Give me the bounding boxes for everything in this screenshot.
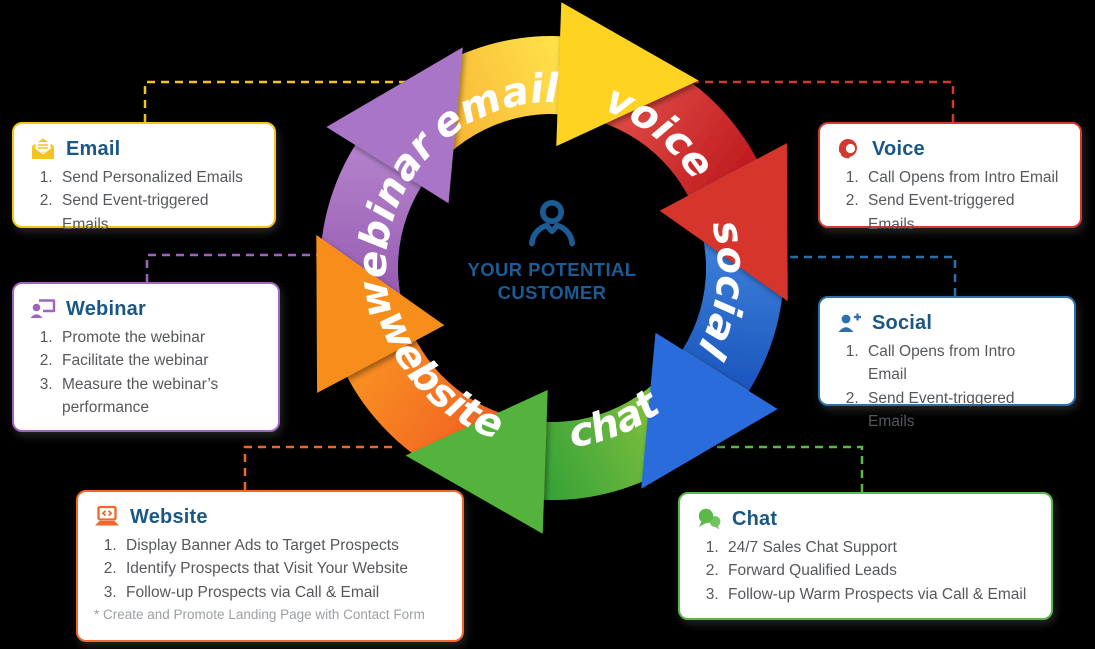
list-item: Measure the webinar’s performance [57,373,262,420]
callout-title: Voice [872,137,925,160]
wheel-arrowhead-website [316,234,445,393]
person-icon [523,199,581,258]
callout-list: Send Personalized Emails Send Event-trig… [30,166,258,236]
chat-icon [696,507,722,531]
chat-callout-header: Chat [696,507,1035,531]
voice-callout-header: Voice [836,137,1064,161]
connector-voice [690,80,955,122]
list-item: Send Event-triggered Emails [57,189,258,236]
list-item: Send Event-triggered Emails [863,189,1064,236]
website-callout: Website Display Banner Ads to Target Pro… [76,490,464,642]
callout-list: Call Opens from Intro Email Send Event-t… [836,166,1064,236]
webinar-icon [30,297,56,321]
website-icon [94,505,120,529]
callout-title: Social [872,311,933,334]
list-item: Follow-up Warm Prospects via Call & Emai… [723,583,1035,606]
list-item: Facilitate the webinar [57,349,262,372]
callout-list: 24/7 Sales Chat Support Forward Qualifie… [696,536,1035,606]
wheel-arrowhead-chat [405,389,548,534]
callout-title: Chat [732,507,778,530]
connector-social [786,255,957,296]
connector-chat [640,445,864,492]
social-callout: Social Call Opens from Intro Email Send … [818,296,1076,430]
center-text-line2: CUSTOMER [497,281,607,303]
webinar-callout: Webinar Promote the webinar Facilitate t… [12,282,280,432]
connector-website [243,445,396,490]
list-item: Send Event-triggered Emails [863,387,1058,434]
list-item: 24/7 Sales Chat Support [723,536,1035,559]
website-callout-header: Website [94,505,446,529]
email-icon [30,137,56,161]
list-item: Display Banner Ads to Target Prospects [121,534,446,557]
webinar-callout-header: Webinar [30,297,262,321]
callout-list: Display Banner Ads to Target Prospects I… [94,534,446,604]
callout-list: Promote the webinar Facilitate the webin… [30,326,262,419]
list-item: Call Opens from Intro Email [863,340,1058,387]
social-icon [836,311,862,335]
email-callout: Email Send Personalized Emails Send Even… [12,122,276,233]
list-item: Call Opens from Intro Email [863,166,1064,189]
center-customer: YOUR POTENTIAL CUSTOMER [452,198,652,304]
chat-callout: Chat 24/7 Sales Chat Support Forward Qua… [678,492,1053,620]
callout-list: Call Opens from Intro Email Send Event-t… [836,340,1058,433]
callout-title: Website [130,505,208,528]
connector-email [143,80,408,122]
voice-callout: Voice Call Opens from Intro Email Send E… [818,122,1082,233]
wheel-arrowhead-webinar [326,47,463,204]
wheel-arrowhead-email [556,2,699,147]
center-text-line1: YOUR POTENTIAL [467,259,637,280]
list-item: Forward Qualified Leads [723,559,1035,582]
social-callout-header: Social [836,311,1058,335]
list-item: Follow-up Prospects via Call & Email [121,581,446,604]
connector-webinar [145,253,320,282]
wheel-arrowhead-voice [659,143,788,302]
callout-footnote: * Create and Promote Landing Page with C… [94,606,425,622]
list-item: Promote the webinar [57,326,262,349]
list-item: Identify Prospects that Visit Your Websi… [121,557,446,580]
wheel-arrowhead-social [641,332,778,489]
list-item: Send Personalized Emails [57,166,258,189]
wheel-heads [316,2,788,534]
callout-title: Webinar [66,297,146,320]
callout-title: Email [66,137,121,160]
email-callout-header: Email [30,137,258,161]
connectors [143,80,957,492]
voice-icon [836,137,862,161]
